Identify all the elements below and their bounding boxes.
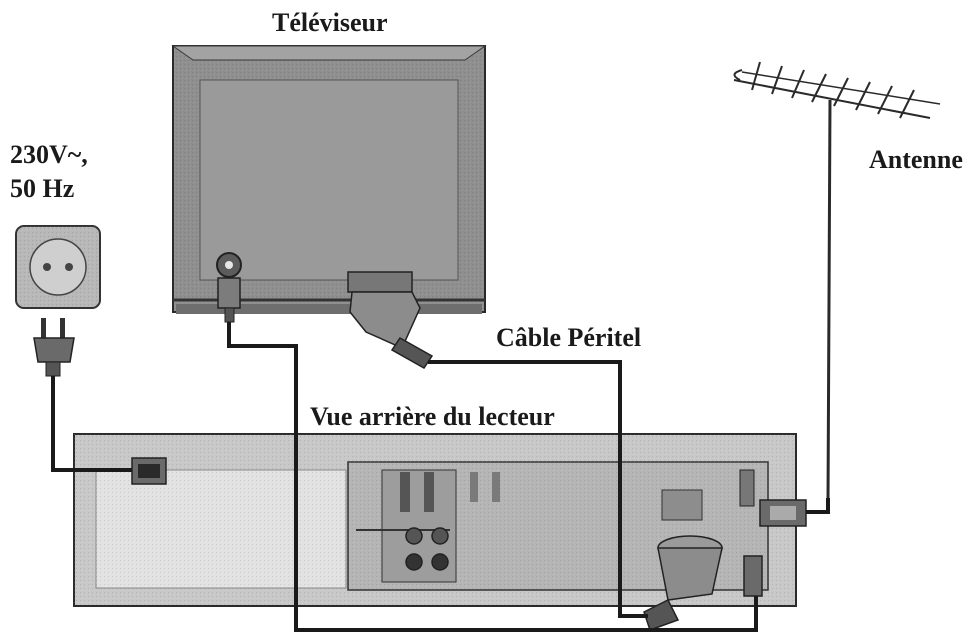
wall-socket — [15, 225, 101, 309]
scart-cable — [428, 360, 648, 618]
tv-rear-panel — [199, 79, 459, 281]
player-power-inlet — [131, 457, 167, 485]
power-cable — [51, 376, 132, 472]
antenna — [733, 61, 941, 501]
tv-label: Téléviseur — [272, 8, 388, 37]
television — [171, 45, 487, 369]
power-plug — [33, 318, 75, 377]
antenna-cable-tv — [227, 322, 758, 632]
player-av-jacks — [356, 469, 500, 583]
power-frequency-text: 50 Hz — [10, 174, 75, 203]
power-voltage-text: 230V~, — [10, 140, 88, 169]
antenna-cable-player — [806, 498, 830, 514]
tv-top — [171, 45, 487, 61]
cables — [51, 322, 830, 632]
antenna-label: Antenne — [869, 145, 963, 174]
tv-scart-plug — [347, 271, 434, 369]
power-spec-label: 230V~, 50 Hz — [10, 138, 88, 206]
player-rear-label: Vue arrière du lecteur — [310, 402, 555, 431]
scart-cable-label: Câble Péritel — [496, 323, 642, 352]
tv-antenna-jack — [216, 252, 242, 323]
player-rear — [73, 433, 807, 631]
tv-base — [176, 304, 482, 314]
player-scart-plug — [643, 535, 723, 631]
